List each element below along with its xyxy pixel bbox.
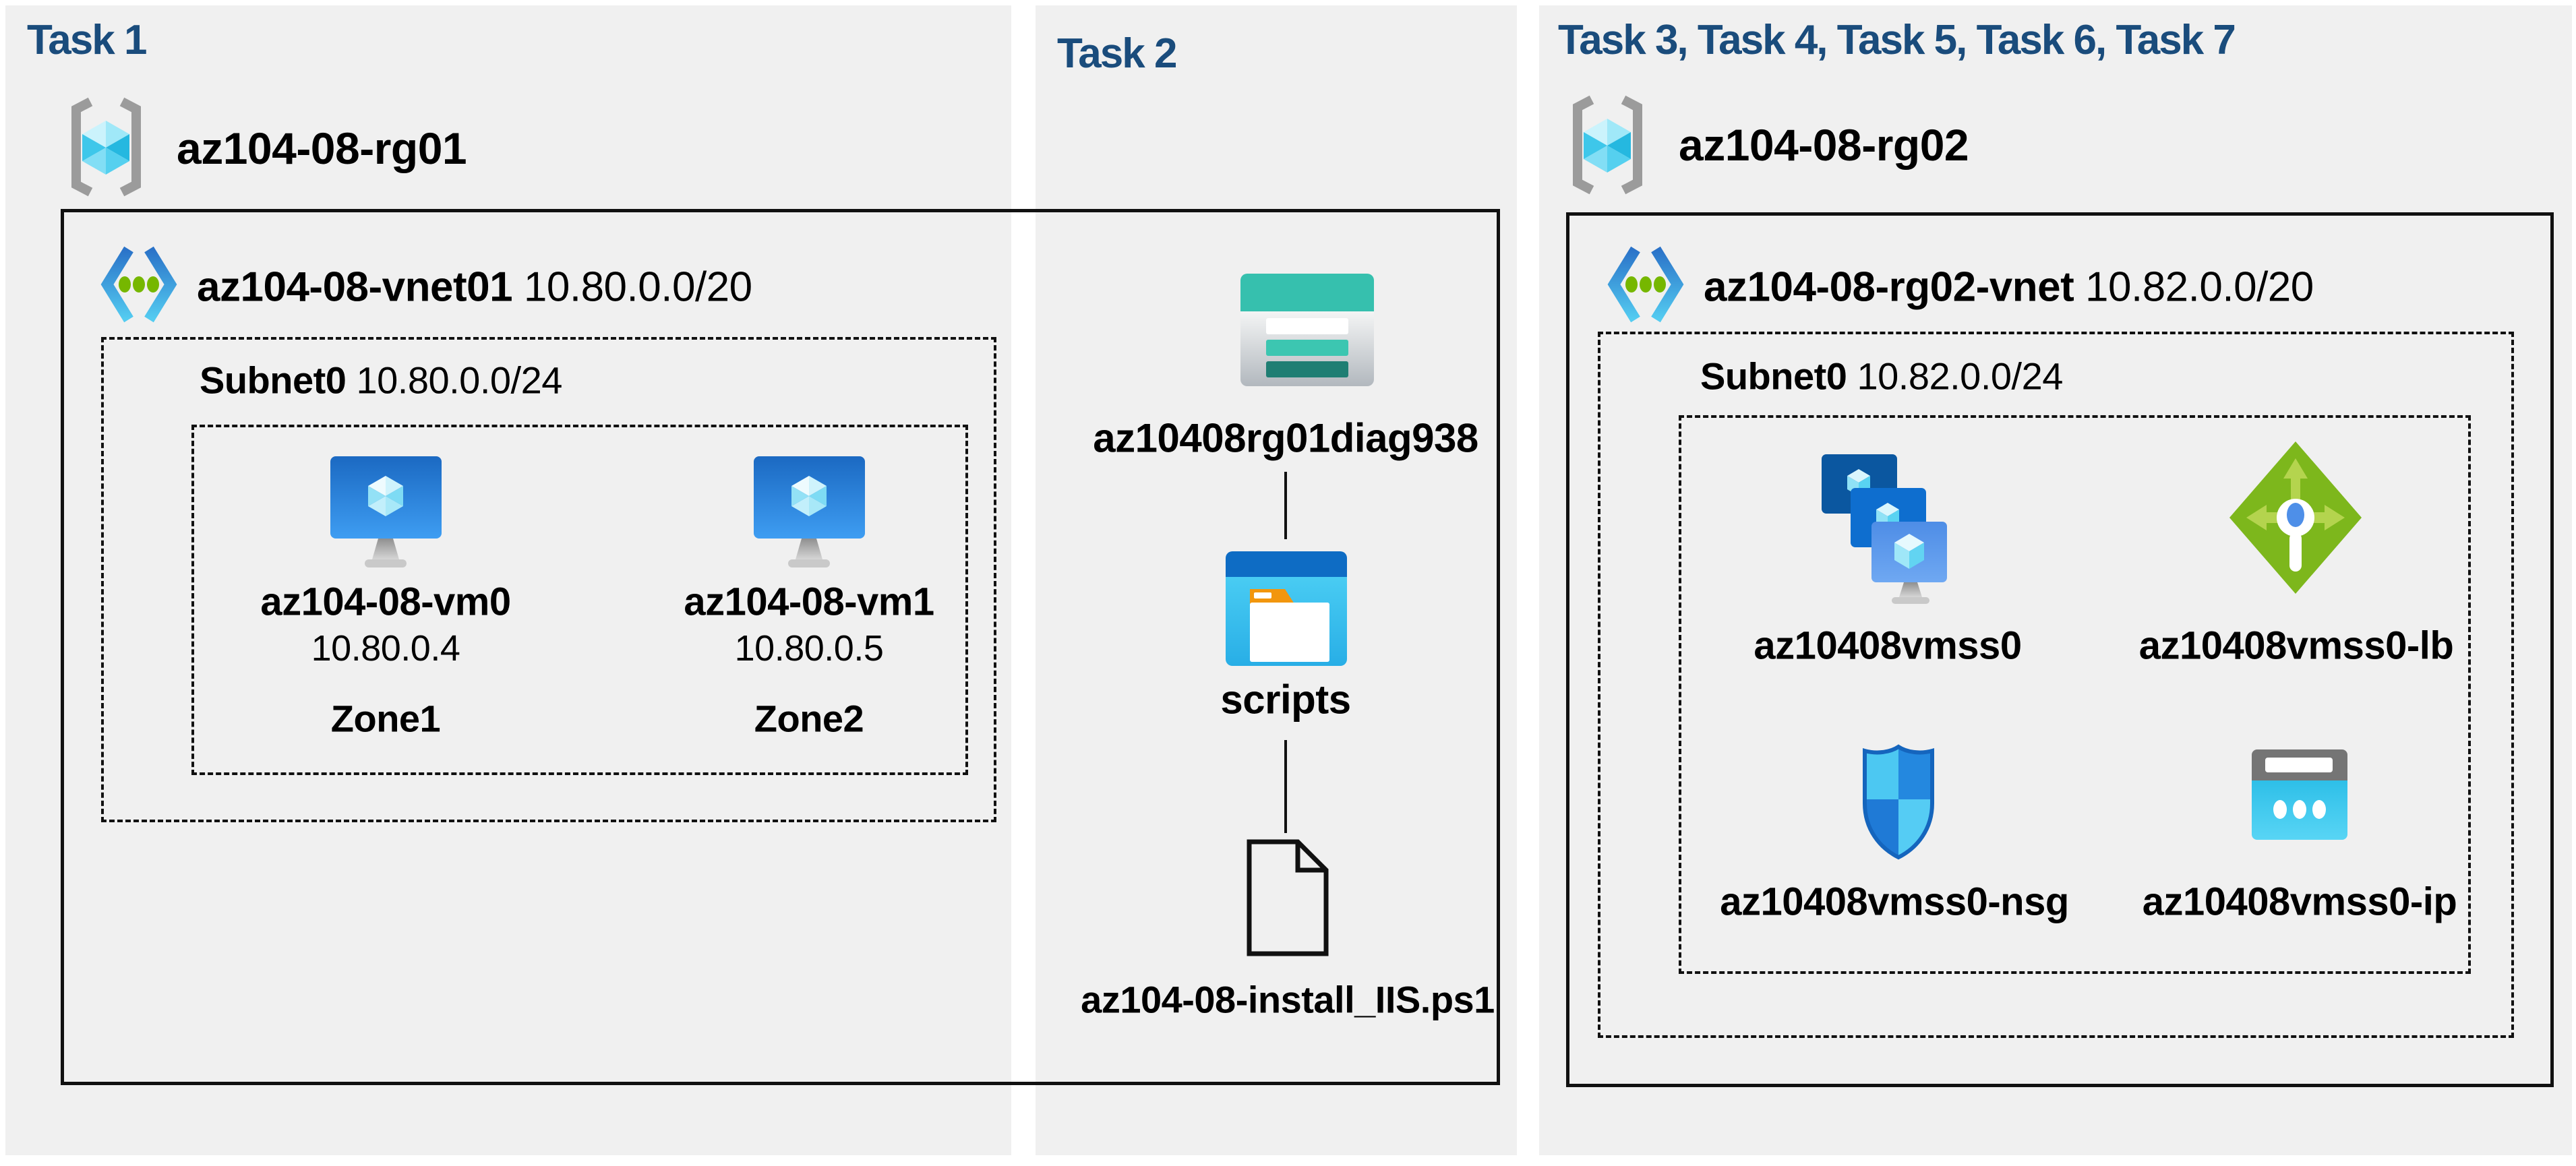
file-document-icon xyxy=(1247,839,1329,956)
subnet0-box-rg01 xyxy=(101,337,996,822)
resource-group-icon xyxy=(71,97,141,197)
task2-title: Task 2 xyxy=(1057,30,1177,77)
vnet01-boundary-box xyxy=(61,209,1500,1085)
task3to7-title: Task 3, Task 4, Task 5, Task 6, Task 7 xyxy=(1558,17,2236,63)
nsg-label: az10408vmss0-nsg xyxy=(1720,880,2069,924)
public-ip-label: az10408vmss0-ip xyxy=(2142,880,2457,924)
vm0-zone: Zone1 xyxy=(330,697,441,740)
vnet01-name: az104-08-vnet01 xyxy=(197,264,513,311)
public-ip-icon xyxy=(2252,749,2347,840)
resource-group-icon xyxy=(1573,95,1642,195)
vnet02-cidr: 10.82.0.0/20 xyxy=(2085,264,2314,311)
task1-title: Task 1 xyxy=(27,17,147,63)
subnet0-label-rg01: Subnet0 10.80.0.0/24 xyxy=(200,359,562,402)
vnet01-cidr: 10.80.0.0/20 xyxy=(523,264,752,311)
script-file-label: az104-08-install_IIS.ps1 xyxy=(1081,978,1495,1021)
connector-storage-to-folder xyxy=(1284,472,1287,539)
task1-panel xyxy=(5,5,1011,1155)
subnet0-name-rg01: Subnet0 xyxy=(200,359,347,402)
vm1-ip: 10.80.0.5 xyxy=(734,628,884,669)
vm-group-box xyxy=(191,425,968,775)
vm1-name: az104-08-vm1 xyxy=(684,580,934,624)
vm-scale-set-icon xyxy=(1822,454,1947,604)
load-balancer-label: az10408vmss0-lb xyxy=(2138,623,2454,668)
virtual-network-icon xyxy=(1607,246,1684,323)
virtual-machine-icon xyxy=(330,456,442,567)
vmss-label: az10408vmss0 xyxy=(1754,623,2022,668)
storage-account-label: az10408rg01diag938 xyxy=(1093,415,1478,461)
subnet0-label-rg02: Subnet0 10.82.0.0/24 xyxy=(1700,355,2063,398)
storage-account-icon xyxy=(1240,274,1374,386)
task3to7-panel xyxy=(1539,5,2572,1155)
vnet02-label: az104-08-rg02-vnet 10.82.0.0/20 xyxy=(1704,264,2314,311)
subnet0-cidr-rg01: 10.80.0.0/24 xyxy=(356,359,562,402)
scripts-folder-label: scripts xyxy=(1220,677,1351,723)
vm0-name: az104-08-vm0 xyxy=(260,580,511,624)
folder-window-icon xyxy=(1226,551,1347,666)
rg02-label: az104-08-rg02 xyxy=(1679,120,1969,170)
vnet01-label: az104-08-vnet01 10.80.0.0/20 xyxy=(197,264,752,311)
rg01-label: az104-08-rg01 xyxy=(177,123,467,173)
subnet0-cidr-rg02: 10.82.0.0/24 xyxy=(1857,355,2063,398)
subnet0-name-rg02: Subnet0 xyxy=(1700,355,1847,398)
subnet0-box-rg02 xyxy=(1598,332,2514,1038)
vm0-ip: 10.80.0.4 xyxy=(311,628,460,669)
virtual-network-icon xyxy=(100,246,177,323)
rg02-vnet-boundary-box xyxy=(1566,212,2554,1087)
virtual-machine-icon xyxy=(754,456,865,567)
vmss-group-box xyxy=(1679,415,2471,974)
shield-icon xyxy=(1863,744,1934,860)
vnet02-name: az104-08-rg02-vnet xyxy=(1704,264,2074,311)
load-balancer-icon xyxy=(2229,441,2362,594)
connector-folder-to-file xyxy=(1284,740,1287,833)
vm1-zone: Zone2 xyxy=(754,697,864,740)
